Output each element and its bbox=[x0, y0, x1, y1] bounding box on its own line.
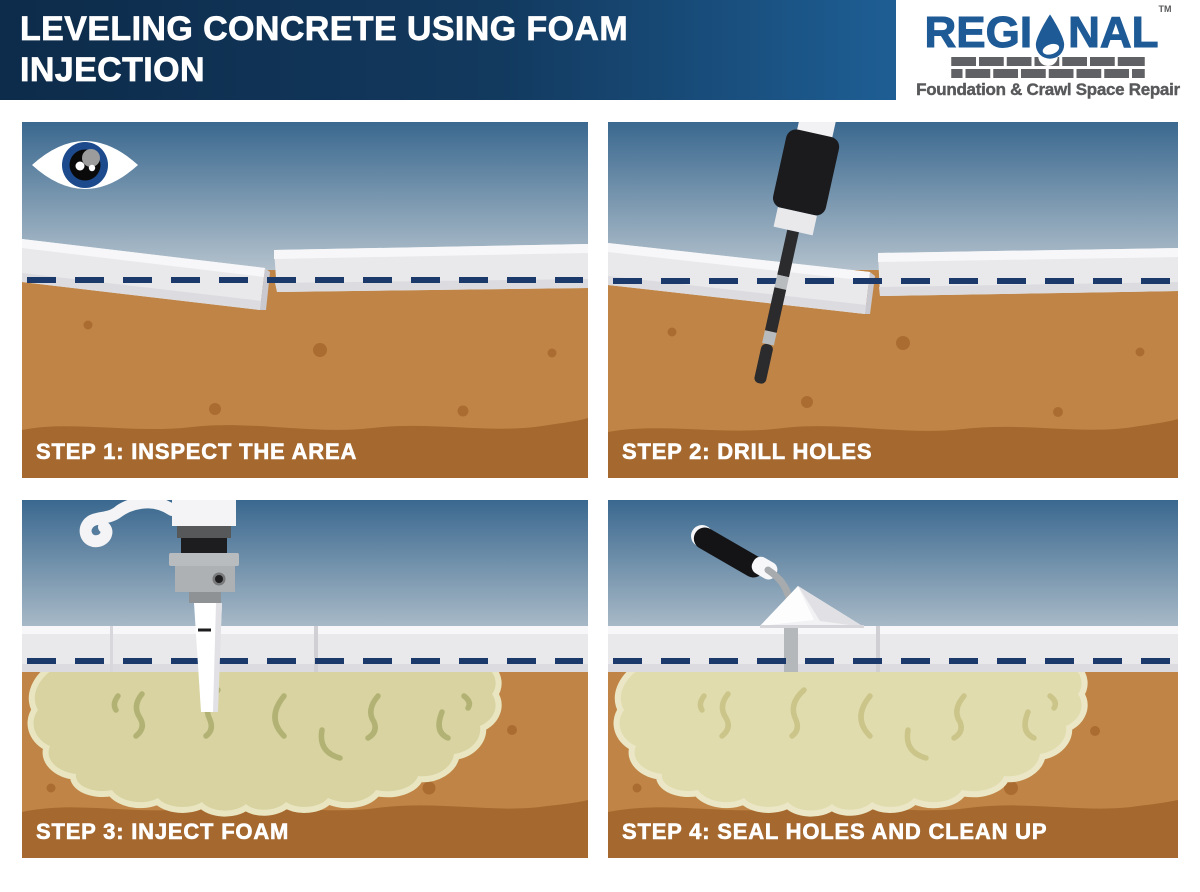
trowel-handle bbox=[693, 527, 765, 578]
water-drop-icon bbox=[1035, 14, 1065, 59]
brand-suffix: NAL bbox=[1068, 8, 1159, 57]
slab-joint bbox=[876, 626, 880, 672]
steps-grid: STEP 1: INSPECT THE AREA bbox=[22, 122, 1200, 858]
gun-trigger-handle bbox=[79, 500, 178, 548]
step-label-2: STEP 2: DRILL HOLES bbox=[622, 439, 873, 465]
trademark-symbol: TM bbox=[1158, 4, 1172, 14]
slab-right bbox=[878, 248, 1178, 296]
injection-gun-icon bbox=[79, 500, 239, 712]
soil-dots bbox=[83, 320, 557, 417]
slab bbox=[608, 626, 1178, 672]
foam-squiggles bbox=[697, 687, 1059, 761]
sealed-hole bbox=[784, 626, 798, 672]
eye-icon bbox=[32, 141, 138, 189]
scene-inspect bbox=[22, 122, 588, 478]
step-panel-4: STEP 4: SEAL HOLES AND CLEAN UP bbox=[608, 500, 1178, 858]
soil-lower-band bbox=[608, 419, 1178, 478]
sky bbox=[608, 500, 1178, 650]
soil-lower-band bbox=[22, 800, 588, 858]
page-title-line1: LEVELING CONCRETE USING FOAM bbox=[20, 10, 629, 49]
slab-joint bbox=[110, 626, 113, 672]
bricks-graphic bbox=[951, 57, 1145, 78]
slab-right bbox=[274, 244, 588, 292]
step-panel-3: STEP 3: INJECT FOAM bbox=[22, 500, 588, 858]
drill-icon bbox=[754, 122, 840, 384]
step-label-4: STEP 4: SEAL HOLES AND CLEAN UP bbox=[622, 819, 1048, 845]
slab bbox=[22, 626, 588, 672]
foam-blob bbox=[613, 664, 1088, 817]
scene-inject-foam bbox=[22, 500, 588, 858]
brand-prefix: REGI bbox=[924, 8, 1033, 57]
soil-lower-band bbox=[22, 418, 588, 478]
scene-drill bbox=[608, 122, 1178, 478]
step-panel-2: STEP 2: DRILL HOLES bbox=[608, 122, 1178, 478]
step-panel-1: STEP 1: INSPECT THE AREA bbox=[22, 122, 588, 478]
brand-logo: REGI NAL TM Foundation & Crawl Space Rep… bbox=[896, 0, 1200, 100]
soil-dots bbox=[667, 327, 1145, 417]
foam-blob bbox=[27, 664, 502, 817]
page-title-line2: INJECTION bbox=[20, 51, 205, 90]
trowel-icon bbox=[691, 525, 864, 628]
scene-seal-clean bbox=[608, 500, 1178, 858]
step-label-1: STEP 1: INSPECT THE AREA bbox=[36, 439, 358, 465]
header: LEVELING CONCRETE USING FOAM INJECTION R… bbox=[0, 0, 1200, 100]
sky bbox=[22, 500, 588, 650]
step-label-3: STEP 3: INJECT FOAM bbox=[36, 819, 290, 845]
slab-joint bbox=[314, 626, 318, 672]
soil-lower-band bbox=[608, 800, 1178, 858]
title-bar: LEVELING CONCRETE USING FOAM INJECTION bbox=[0, 0, 896, 100]
brand-wordmark: REGI NAL TM bbox=[924, 4, 1172, 59]
sunken-slab-left bbox=[608, 243, 875, 314]
brand-tagline: Foundation & Crawl Space Repair bbox=[916, 80, 1180, 99]
